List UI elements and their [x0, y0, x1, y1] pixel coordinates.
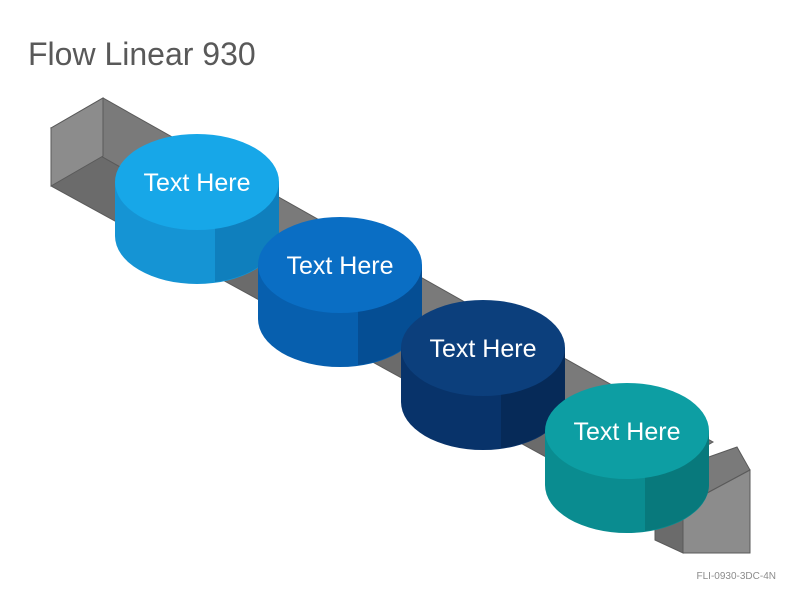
- step-4-top: [545, 383, 709, 479]
- step-1-label: Text Here: [144, 169, 251, 197]
- step-2-label: Text Here: [287, 252, 394, 280]
- step-1-top: [115, 134, 279, 230]
- arrow-end-face: [50, 97, 104, 187]
- slide-title: Flow Linear 930: [28, 36, 256, 72]
- step-4-label: Text Here: [574, 418, 681, 446]
- step-2-top: [258, 217, 422, 313]
- footer-code: FLI-0930-3DC-4N: [696, 571, 776, 582]
- step-4: Text Here: [545, 383, 709, 533]
- step-3: Text Here: [401, 300, 565, 450]
- step-1: Text Here: [115, 134, 279, 284]
- step-3-top: [401, 300, 565, 396]
- step-3-label: Text Here: [430, 335, 537, 363]
- step-2: Text Here: [258, 217, 422, 367]
